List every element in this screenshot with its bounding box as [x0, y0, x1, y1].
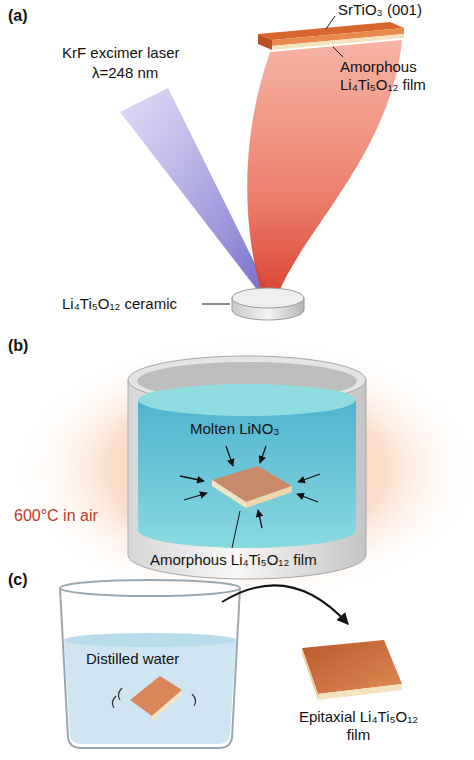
diffusion-arrow	[180, 446, 320, 528]
diffusion-arrow	[260, 446, 266, 463]
temperature-label: 600°C in air	[14, 506, 98, 525]
amorphous-film-sample	[212, 466, 292, 502]
substrate	[258, 34, 272, 50]
panel-letter: (c)	[8, 570, 28, 589]
substrate	[258, 22, 404, 50]
amorphous-film-sample	[212, 480, 246, 508]
epitaxial-film	[302, 640, 402, 700]
diffusion-arrow	[184, 493, 207, 500]
epitaxial-film	[318, 684, 402, 700]
motion-lines	[112, 696, 116, 708]
substrate-label: SrTiO₃ (001)	[338, 1, 422, 19]
leader-line	[202, 304, 230, 305]
beaker	[64, 633, 236, 647]
diffusion-arrow	[180, 476, 204, 481]
motion-lines	[112, 688, 195, 708]
epitaxial-film	[302, 648, 318, 700]
leader-line	[202, 16, 343, 304]
substrate	[272, 34, 404, 50]
water-label: Distilled water	[86, 650, 179, 668]
crucible	[128, 380, 366, 579]
beaker	[64, 640, 236, 744]
furnace-glow	[12, 335, 474, 605]
melt-label: Molten LiNO₃	[190, 420, 279, 438]
leader-line	[333, 47, 343, 57]
leader-line	[326, 16, 335, 29]
target-label: Li₄Ti₅O₁₂ ceramic	[62, 295, 177, 313]
amorphous-film-sample	[212, 466, 292, 508]
leader-line	[232, 511, 240, 548]
molten-salt	[138, 384, 356, 548]
amorphous-film-sample	[246, 486, 292, 508]
diffusion-arrow	[226, 446, 233, 466]
laser-label: KrF excimer laser	[62, 44, 180, 62]
transfer-arrow	[222, 585, 348, 624]
leader-line	[232, 511, 240, 548]
diffusion-arrow	[297, 494, 318, 502]
rinsed-sample	[130, 676, 182, 716]
motion-lines	[118, 688, 122, 700]
beaker	[60, 588, 240, 748]
rinsed-sample	[152, 690, 182, 721]
rinsed-sample	[130, 676, 182, 721]
film-label: Amorphous Li₄Ti₅O₁₂ film	[150, 551, 317, 569]
panel-letter: (b)	[8, 336, 28, 355]
film-label: Amorphous Li₄Ti₅O₁₂ film	[340, 58, 465, 94]
panel-letter: (a)	[8, 6, 28, 25]
crucible	[128, 356, 366, 579]
diffusion-arrow	[298, 474, 320, 482]
film-label: Epitaxial Li₄Ti₅O₁₂ film	[296, 708, 421, 744]
ceramic-target	[232, 288, 304, 320]
transfer-arrow	[222, 585, 348, 624]
motion-lines	[192, 694, 196, 706]
beaker	[60, 580, 240, 596]
diffusion-arrow	[258, 510, 262, 528]
molten-salt	[138, 384, 356, 416]
molten-salt	[138, 400, 356, 548]
beaker	[60, 580, 240, 748]
furnace-glow	[12, 335, 474, 605]
wavelength-label: λ=248 nm	[92, 64, 158, 82]
ceramic-target	[232, 288, 304, 308]
